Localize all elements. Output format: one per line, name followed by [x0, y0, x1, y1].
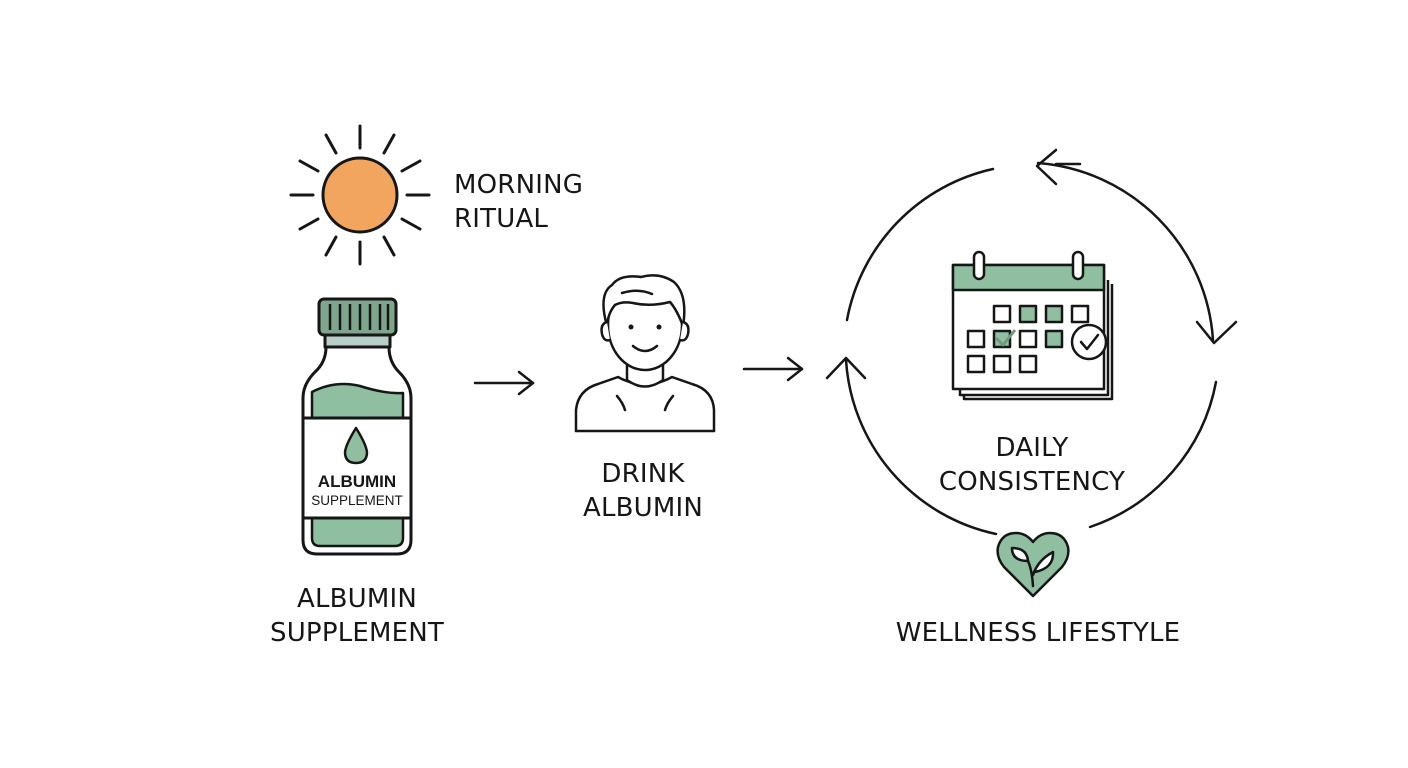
drink-albumin-line-1: DRINK	[601, 459, 685, 489]
wellness-lifestyle-label: WELLNESS LIFESTYLE	[888, 616, 1188, 650]
daily-consistency-line-2: CONSISTENCY	[938, 467, 1126, 497]
calendar-icon	[951, 250, 1114, 401]
drink-albumin-label: DRINK ALBUMIN	[563, 457, 723, 525]
morning-ritual-line-1: MORNING	[454, 170, 584, 200]
albumin-supplement-line-1: ALBUMIN	[296, 584, 418, 614]
albumin-supplement-line-2: SUPPLEMENT	[270, 618, 444, 648]
sun-icon	[289, 124, 431, 266]
supplement-bottle-icon	[301, 297, 413, 556]
morning-ritual-label: MORNING RITUAL	[454, 168, 583, 236]
bottle-label-line-1: ALBUMIN	[318, 472, 396, 491]
bottle-label-line-2: SUPPLEMENT	[311, 493, 403, 508]
check-icon	[1079, 333, 1100, 351]
morning-ritual-line-2: RITUAL	[454, 204, 549, 234]
cycle-arrows-icon	[825, 148, 1238, 536]
heart-leaf-icon	[996, 531, 1070, 598]
droplet-icon	[343, 426, 369, 465]
person-icon	[574, 274, 716, 433]
drink-albumin-line-2: ALBUMIN	[582, 493, 704, 523]
arrow-right-icon	[742, 356, 804, 382]
arrow-right-icon	[473, 370, 535, 396]
albumin-supplement-label: ALBUMIN SUPPLEMENT	[257, 582, 457, 650]
wellness-lifestyle-text: WELLNESS LIFESTYLE	[895, 618, 1181, 648]
daily-consistency-label: DAILY CONSISTENCY	[922, 431, 1142, 499]
daily-consistency-line-1: DAILY	[995, 433, 1069, 463]
